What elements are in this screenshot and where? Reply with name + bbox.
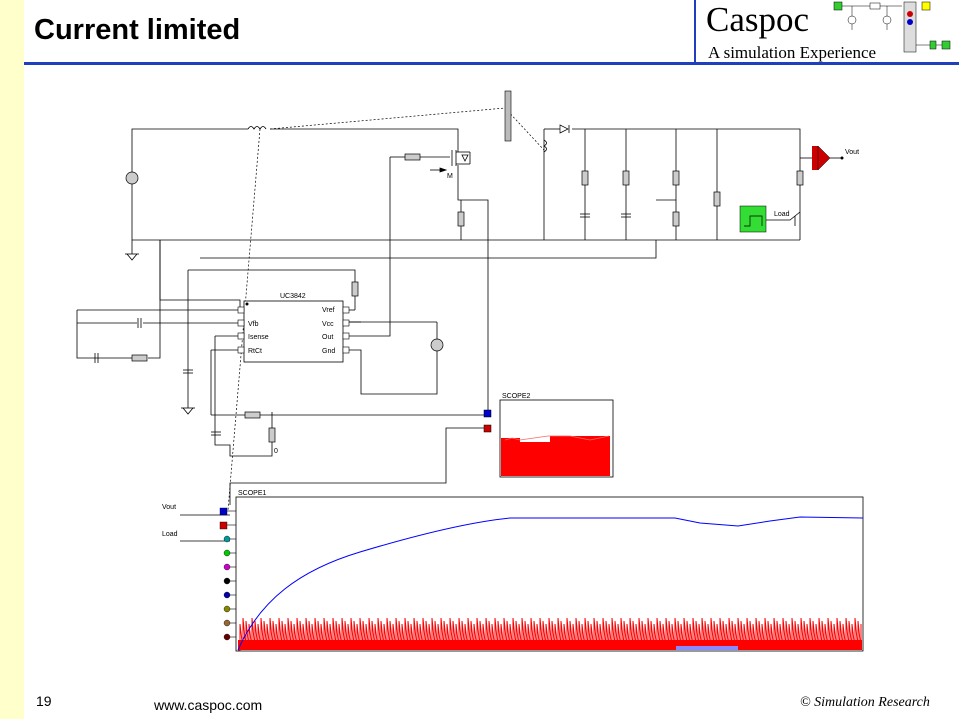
copyright-text: © Simulation Research [800,695,930,710]
scope1-channel-input[interactable] [223,577,231,585]
title-rule [24,62,959,65]
logo-name: Caspoc [706,0,810,39]
scope1-channel-markers [219,507,236,641]
logo-tagline: A simulation Experience [708,43,877,62]
scope1-input-load: Load [162,531,178,538]
scope1-blue-trace [237,516,864,651]
mosfet-label: M [447,173,453,180]
scope1-red-waveform [238,617,862,651]
page-number: 19 [36,693,52,709]
scope1-channel-input[interactable] [219,521,228,530]
load-label: Load [774,211,790,218]
pin-rtct: RtCt [248,348,262,355]
scope1-channel-input[interactable] [223,549,231,557]
scope1-label: SCOPE1 [238,490,267,497]
website-link[interactable]: www.caspoc.com [154,697,263,713]
logo-schematic-icon [833,1,951,53]
scope1-scroll-marker [676,646,738,650]
pin-vcc: Vcc [322,321,334,328]
pin-vref: Vref [322,307,335,314]
pin-out: Out [322,334,333,341]
pin-gnd: Gnd [322,348,335,355]
pin-isense: Isense [248,334,269,341]
scope1-channel-input[interactable] [223,633,231,641]
pin-vfb: Vfb [248,321,259,328]
logo-divider [694,0,696,64]
uc3842-block[interactable] [243,300,344,363]
scope1-red-fill [238,640,862,650]
scope1-channel-input[interactable] [223,563,231,571]
controller-label: UC3842 [280,293,306,300]
scope1-input-vout: Vout [162,504,176,511]
scope1-channel-input[interactable] [223,605,231,613]
zero-label: 0 [274,448,278,455]
scope1-channel-input[interactable] [223,591,231,599]
slide-title: Current limited [34,14,241,46]
vout-label: Vout [845,149,859,156]
scope1-channel-input[interactable] [223,535,231,543]
scope1-channel-input[interactable] [223,619,231,627]
scope1-channel-input[interactable] [219,507,228,516]
scope1-red-trace [238,617,862,651]
scope2-label: SCOPE2 [502,393,531,400]
left-accent-bar [0,0,24,719]
